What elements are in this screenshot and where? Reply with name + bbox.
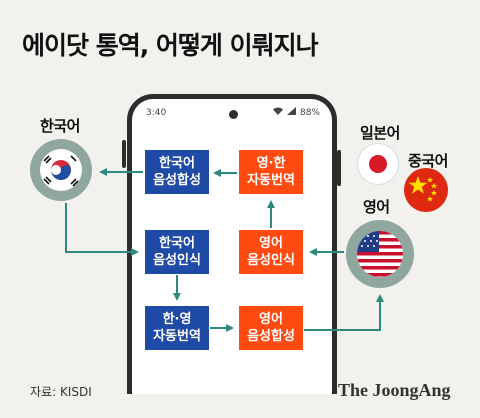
box-line: 자동번역: [247, 173, 295, 188]
box-line: 음성인식: [153, 253, 201, 268]
label-korean: 한국어: [40, 117, 80, 135]
box-line: 영·한: [256, 156, 286, 171]
status-time: 3:40: [146, 107, 167, 118]
box-english-korean-translation: 영·한 자동번역: [239, 150, 303, 194]
box-korean-speech-synthesis: 한국어 음성합성: [145, 150, 209, 194]
label-english: 영어: [363, 198, 390, 216]
box-english-speech-recognition: 영어 음성인식: [239, 230, 303, 274]
phone-side-button: [337, 150, 341, 186]
box-line: 한국어: [159, 156, 195, 171]
box-line: 음성합성: [153, 173, 201, 188]
status-bar: 3:40 88%: [146, 107, 320, 118]
box-korean-speech-recognition: 한국어 음성인식: [145, 230, 209, 274]
page-title: 에이닷 통역, 어떻게 이뤄지나: [22, 31, 319, 60]
wifi-icon: [272, 107, 283, 118]
front-camera: [229, 110, 238, 119]
box-line: 영어: [259, 236, 283, 251]
korea-flag-icon: [30, 139, 92, 201]
label-japanese: 일본어: [360, 124, 400, 142]
arrow-en-tts-to-usa: [304, 294, 384, 331]
china-flag-icon: [404, 168, 448, 212]
box-line: 한·영: [162, 312, 192, 327]
box-line: 음성인식: [247, 253, 295, 268]
box-line: 자동번역: [153, 329, 201, 344]
battery-level: 88%: [299, 107, 320, 118]
box-line: 영어: [259, 312, 283, 327]
source-note: 자료: KISDI: [30, 385, 92, 399]
arrow-korean-to-asr: [65, 203, 139, 256]
box-english-speech-synthesis: 영어 음성합성: [239, 306, 303, 350]
box-korean-english-translation: 한·영 자동번역: [145, 306, 209, 350]
box-line: 한국어: [159, 236, 195, 251]
japan-flag-icon: [358, 144, 398, 184]
usa-flag-icon: [346, 220, 414, 288]
signal-icon: [286, 107, 296, 118]
phone-side-button: [122, 140, 126, 168]
box-line: 음성합성: [247, 329, 295, 344]
label-chinese: 중국어: [408, 152, 448, 170]
brand-logo: The JoongAng: [338, 380, 451, 400]
